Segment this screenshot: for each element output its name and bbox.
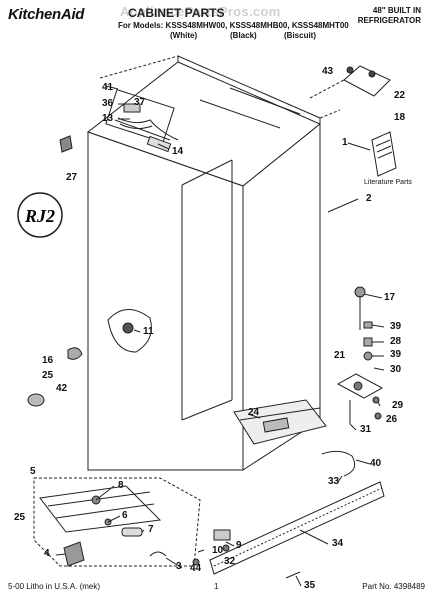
callout-17[interactable]: 17 — [384, 292, 396, 303]
variant-black: (Black) — [230, 31, 257, 40]
callout-27[interactable]: 27 — [66, 172, 78, 183]
callout-33[interactable]: 33 — [328, 476, 340, 487]
rj2-badge: RJ2 — [24, 206, 55, 226]
callout-8[interactable]: 8 — [118, 480, 124, 491]
footer-part-number: Part No. 4398489 — [362, 582, 425, 591]
callout-40[interactable]: 40 — [370, 458, 382, 469]
callout-26[interactable]: 26 — [386, 414, 398, 425]
callout-37[interactable]: 37 — [134, 97, 146, 108]
callout-34[interactable]: 34 — [332, 538, 344, 549]
literature-parts-label: Literature Parts — [364, 179, 412, 186]
brand-logo: KitchenAid — [8, 6, 85, 23]
callout-21[interactable]: 21 — [334, 350, 346, 361]
callout-25-upper[interactable]: 25 — [42, 370, 54, 381]
callout-43[interactable]: 43 — [322, 66, 334, 77]
callout-18[interactable]: 18 — [394, 112, 406, 123]
callout-31[interactable]: 31 — [360, 424, 372, 435]
cabinet-front — [87, 131, 244, 471]
callout-1[interactable]: 1 — [342, 137, 348, 148]
spec-line-2: REFRIGERATOR — [357, 16, 421, 25]
callout-35[interactable]: 35 — [304, 580, 316, 591]
callout-39-lower[interactable]: 39 — [390, 349, 402, 360]
variant-white: (White) — [170, 31, 198, 40]
footer-page-number: 1 — [214, 582, 219, 591]
callout-41[interactable]: 41 — [102, 82, 114, 93]
callout-16[interactable]: 16 — [42, 355, 54, 366]
callout-5[interactable]: 5 — [30, 466, 36, 477]
callout-29[interactable]: 29 — [392, 400, 404, 411]
spec-label: 48" BUILT IN REFRIGERATOR — [358, 6, 421, 26]
footer-litho: 5-00 Litho in U.S.A. (mek) — [8, 582, 101, 591]
callout-4[interactable]: 4 — [44, 548, 50, 559]
models-line: For Models: KSSS48MHW00, KSSS48MHB00, KS… — [118, 21, 349, 30]
callout-44[interactable]: 44 — [190, 563, 202, 574]
callout-39-upper[interactable]: 39 — [390, 321, 402, 332]
callout-14[interactable]: 14 — [172, 146, 184, 157]
callout-32[interactable]: 32 — [224, 556, 236, 567]
page-title: CABINET PARTS — [128, 6, 225, 20]
callout-11[interactable]: 11 — [143, 326, 154, 337]
callout-10[interactable]: 10 — [212, 545, 224, 556]
callout-13[interactable]: 13 — [102, 113, 114, 124]
callout-3[interactable]: 3 — [176, 561, 182, 572]
callout-2[interactable]: 2 — [366, 193, 372, 204]
callout-28[interactable]: 28 — [390, 336, 402, 347]
callout-6[interactable]: 6 — [122, 510, 128, 521]
callout-24[interactable]: 24 — [248, 407, 260, 418]
callout-7[interactable]: 7 — [148, 524, 154, 535]
callout-9[interactable]: 9 — [236, 540, 242, 551]
variant-biscuit: (Biscuit) — [284, 31, 316, 40]
callout-30[interactable]: 30 — [390, 364, 402, 375]
spec-line-1: 48" BUILT IN — [372, 6, 421, 15]
callout-42[interactable]: 42 — [56, 383, 68, 394]
watermark: AppliancePartsPros.com — [120, 4, 281, 19]
callout-25-lower[interactable]: 25 — [14, 512, 26, 523]
callout-36[interactable]: 36 — [102, 98, 114, 109]
callout-22[interactable]: 22 — [394, 90, 406, 101]
